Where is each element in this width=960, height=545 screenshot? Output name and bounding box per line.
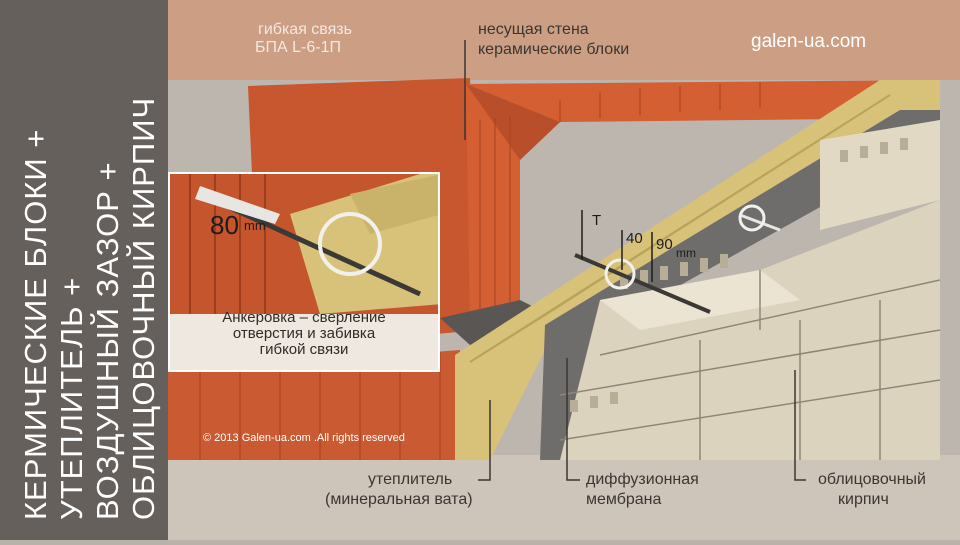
title-sidebar bbox=[0, 0, 168, 540]
title-line-1: КЕРМИЧЕСКИЕ БЛОКИ + bbox=[18, 128, 53, 520]
inset-caption: Анкеровка – сверление отверстия и забивк… bbox=[176, 310, 432, 358]
membrane-label-line2: мембрана bbox=[586, 491, 662, 508]
dim-unit: mm bbox=[676, 246, 696, 260]
anchoring-inset: 80 mm bbox=[168, 172, 440, 372]
insulation-label-line1: утеплитель bbox=[368, 471, 453, 488]
brick-label-line1: облицовочный bbox=[818, 471, 926, 488]
dim-40: 40 bbox=[626, 230, 643, 247]
inset-caption-line: гибкой связи bbox=[259, 341, 349, 358]
wall-label-line1: несущая стена bbox=[478, 21, 589, 38]
ceramic-block-lower bbox=[168, 350, 460, 460]
inset-caption-line: отверстия и забивка bbox=[232, 325, 376, 342]
inset-caption-line: Анкеровка – сверление bbox=[222, 309, 386, 326]
depth-unit: mm bbox=[244, 218, 266, 233]
brick-label-line2: кирпич bbox=[838, 491, 889, 508]
dim-90: 90 bbox=[656, 236, 673, 253]
insulation-label-line2: (минеральная вата) bbox=[325, 491, 473, 508]
wall-label-line2: керамические блоки bbox=[478, 41, 630, 58]
membrane-label-line1: диффузионная bbox=[586, 471, 699, 488]
copyright: © 2013 Galen-ua.com .All rights reserved bbox=[203, 432, 405, 444]
tie-label-line2: БПА L-6-1П bbox=[255, 39, 341, 56]
depth-value: 80 bbox=[210, 210, 239, 240]
website-label: galen-ua.com bbox=[751, 31, 867, 52]
tie-washer bbox=[604, 258, 636, 290]
tie-rod bbox=[574, 253, 711, 314]
title-line-3: ВОЗДУШНЫЙ ЗАЗОР + bbox=[90, 161, 125, 520]
tie-label-line1: гибкая связь bbox=[258, 21, 352, 38]
title-line-4: ОБЛИЦОВОЧНЫЙ КИРПИЧ bbox=[126, 96, 161, 520]
title-line-2: УТЕПЛИТЕЛЬ + bbox=[54, 276, 89, 520]
facing-brick-wall bbox=[559, 120, 941, 460]
dim-t: T bbox=[592, 212, 602, 229]
